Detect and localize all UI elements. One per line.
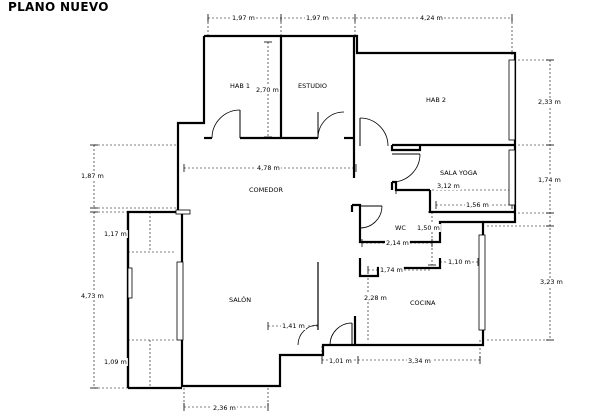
dim-comedor-width: 4,78 m [257,164,280,172]
dim-bottom-3: 2,36 m [213,404,236,412]
room-hab2: HAB 2 [426,96,446,104]
dim-left-2: 1,17 m [104,230,127,238]
dim-yoga-width: 3,12 m [437,182,460,190]
dim-label-bg [416,224,441,232]
dim-label-bg [363,294,388,302]
dim-wc-lower: 1,74 m [380,266,403,274]
dim-top-3: 4,24 m [420,14,443,22]
dim-label-bg [419,14,444,22]
dim-top-2: 1,97 m [306,14,329,22]
interior-walls [204,36,515,345]
dim-wc-width: 2,14 m [386,239,409,247]
dim-bottom-1: 1,01 m [329,357,352,365]
dim-label-bg [385,239,410,247]
dim-label-bg [256,164,281,172]
dim-label-bg [103,358,128,366]
dim-label-bg [103,230,128,238]
dim-label-bg [281,322,306,330]
room-cocina: COCINA [410,299,436,307]
dim-right-2: 1,74 m [538,176,561,184]
dim-left-total: 4,73 m [81,292,104,300]
dim-top-1: 1,97 m [232,14,255,22]
dim-label-bg [407,357,432,365]
room-hab1: HAB 1 [230,82,250,90]
dim-label-bg [447,258,472,266]
dim-label-bg [305,14,330,22]
dimension-labels: 1,97 m 1,97 m 4,24 m 2,70 m 2,33 m 1,74 … [80,14,564,412]
room-labels: HAB 1 ESTUDIO HAB 2 SALA YOGA COMEDOR WC… [229,82,478,307]
doors [211,109,421,346]
dim-label-bg [436,182,461,190]
dim-label-bg [212,404,237,412]
room-sala-yoga: SALA YOGA [440,169,478,177]
dim-label-bg [537,176,562,184]
dim-bottom-2: 3,34 m [408,357,431,365]
dim-label-bg [231,14,256,22]
dim-left-3: 1,09 m [104,358,127,366]
dim-hab1-height: 2,70 m [256,86,279,94]
dim-label-bg [379,266,404,274]
room-estudio: ESTUDIO [298,82,327,90]
dim-label-bg [465,201,490,209]
dim-salon-inner: 1,41 m [282,322,305,330]
dim-label-bg [80,172,105,180]
dim-label-bg [80,292,105,300]
room-wc: WC [395,224,406,232]
dim-yoga-small: 1,56 m [466,201,489,209]
plan-title: PLANO NUEVO [8,0,109,14]
dim-cocina-small: 1,10 m [448,258,471,266]
dim-wc-height: 1,50 m [417,224,440,232]
dim-cocina-height: 2,28 m [364,294,387,302]
dim-label-bg [537,98,562,106]
dim-left-1: 1,87 m [81,172,104,180]
dim-label-bg [328,357,353,365]
room-salon: SALÓN [229,295,251,304]
dim-label-bg [539,278,564,286]
dim-right-3: 3,23 m [540,278,563,286]
dim-right-1: 2,33 m [538,98,561,106]
room-comedor: COMEDOR [249,186,283,194]
windows [127,59,516,341]
dim-label-bg [255,86,280,94]
